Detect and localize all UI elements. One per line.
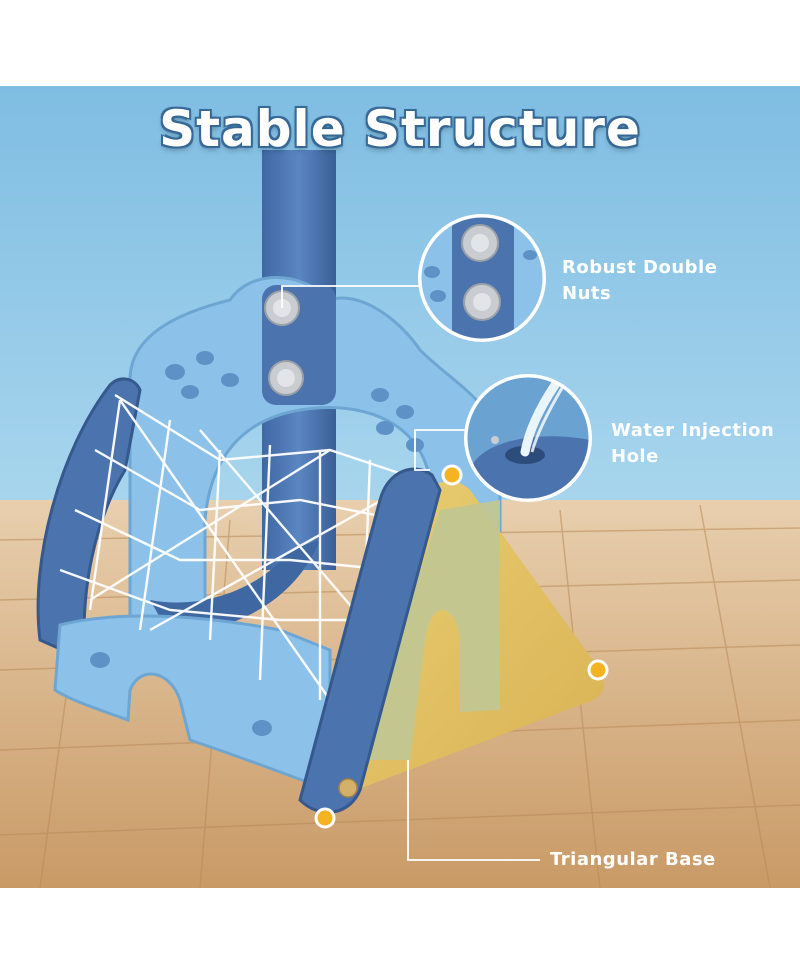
nuts-zoom-circle bbox=[418, 214, 546, 342]
water-fill-icon bbox=[520, 380, 564, 457]
callout-connectors bbox=[281, 285, 540, 861]
callout-water: Water Injection Hole bbox=[611, 418, 774, 470]
callout-base: Triangular Base bbox=[550, 847, 716, 873]
water-zoom-circle bbox=[464, 374, 592, 502]
base-hole bbox=[90, 652, 110, 668]
marker-dot-icon bbox=[314, 464, 609, 829]
base-screw bbox=[338, 778, 358, 798]
triangular-base-green-brace bbox=[360, 500, 500, 760]
callout-nuts-line2: Nuts bbox=[562, 283, 612, 304]
callout-nuts: Robust Double Nuts bbox=[562, 255, 717, 307]
arch-holes bbox=[165, 351, 424, 452]
base-hole bbox=[252, 720, 272, 736]
goal-net bbox=[59, 393, 421, 721]
callout-water-line2: Hole bbox=[611, 446, 659, 467]
page-title: Stable Structure bbox=[159, 100, 641, 158]
arch-frame bbox=[128, 276, 502, 622]
left-side-frame bbox=[36, 377, 142, 663]
callout-nuts-line1: Robust Double bbox=[562, 257, 718, 278]
callout-base-label: Triangular Base bbox=[550, 849, 716, 870]
callout-water-line1: Water Injection bbox=[611, 420, 775, 441]
